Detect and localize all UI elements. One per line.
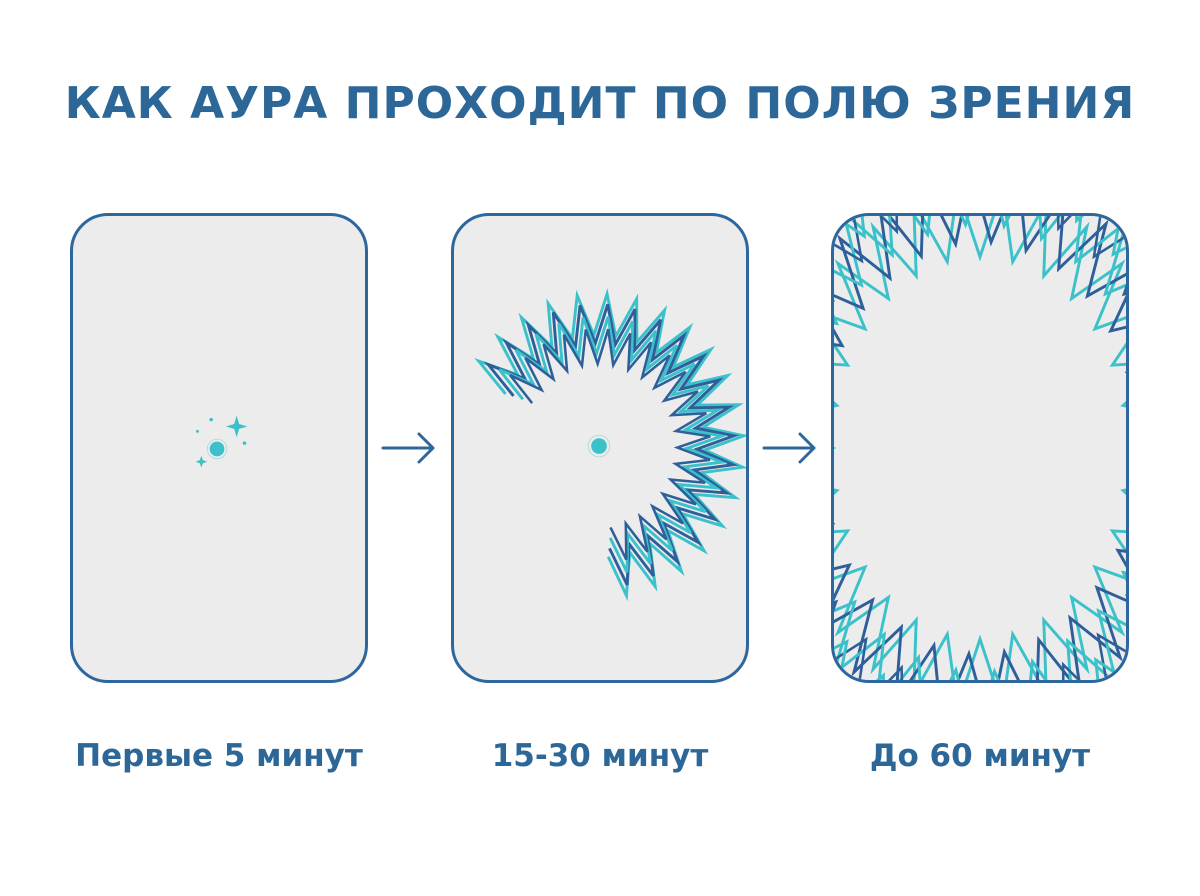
zigzag-ring-band xyxy=(834,216,1126,680)
zigzag-ring-band xyxy=(834,216,1126,680)
central-sparkle-icon xyxy=(195,415,248,468)
peripheral-zigzag-ring-icon xyxy=(834,216,1126,680)
stage-panel-up-to-60-minutes xyxy=(831,213,1129,683)
zigzag-arc-band xyxy=(483,303,740,586)
stage-caption-first-5-minutes: Первые 5 минут xyxy=(75,738,363,774)
arrow-right-icon xyxy=(762,432,816,464)
zigzag-ring-band xyxy=(834,216,1126,680)
page-title: КАК АУРА ПРОХОДИТ ПО ПОЛЮ ЗРЕНИЯ xyxy=(64,78,1136,129)
zigzag-ring-band xyxy=(834,216,1126,680)
arrow-right-icon xyxy=(381,432,435,464)
zigzag-arc-band xyxy=(509,328,711,561)
stage-panel-first-5-minutes xyxy=(70,213,368,683)
zigzag-arc-band xyxy=(498,316,728,573)
zigzag-ring-band xyxy=(834,216,1126,680)
stage-caption-15-30-minutes: 15-30 минут xyxy=(491,738,709,774)
zigzag-arc-band xyxy=(474,288,746,602)
stage-caption-up-to-60-minutes: До 60 минут xyxy=(869,738,1091,774)
expanding-zigzag-arc-icon xyxy=(474,288,746,602)
stage-panel-15-30-minutes xyxy=(451,213,749,683)
